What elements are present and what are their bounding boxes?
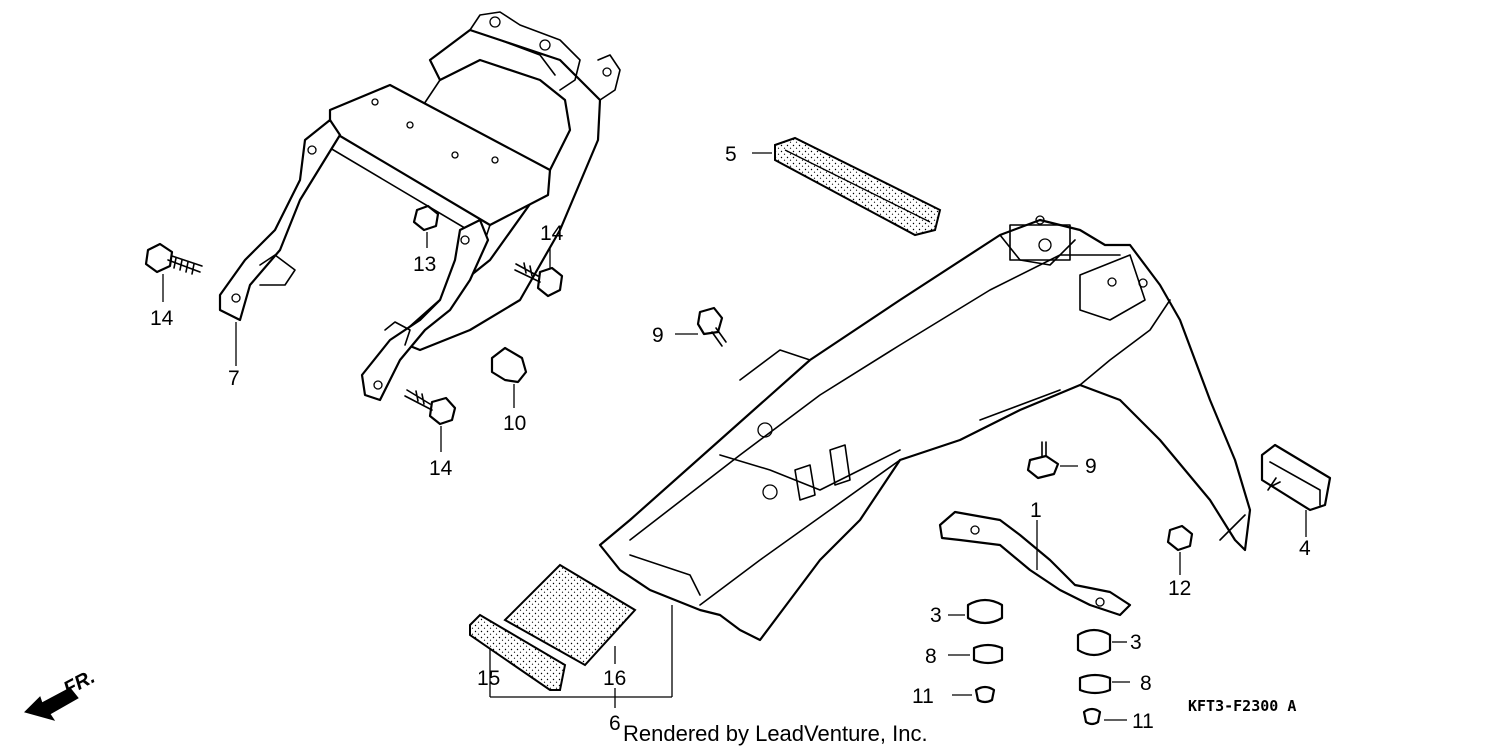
- reflector-15: [469, 613, 567, 691]
- callout-8-upper: 8: [925, 645, 937, 668]
- license-stay: [938, 510, 1132, 617]
- bolt-9-lower: [1026, 441, 1060, 480]
- leader-lines: [162, 152, 1307, 721]
- screw-11-lower: [1082, 707, 1102, 726]
- screw-11-upper: [974, 685, 996, 704]
- callout-5: 5: [725, 143, 737, 166]
- callout-6: 6: [609, 712, 621, 735]
- front-direction-arrow: FR.: [24, 666, 99, 721]
- callout-1: 1: [1030, 499, 1042, 522]
- callouts: 1 3 3 4 5 6 7 8 8 9 9 10 11 11 12 13 14 …: [150, 143, 1311, 735]
- callout-7: 7: [228, 367, 240, 390]
- grommet-3-upper: [966, 598, 1004, 625]
- bolt-14-mid: [514, 262, 564, 298]
- nut-13: [412, 204, 440, 232]
- clip-10: [490, 346, 528, 384]
- reflector-16: [503, 563, 637, 667]
- callout-14-lower: 14: [429, 457, 453, 480]
- nut-12: [1166, 524, 1194, 552]
- callout-11-lower: 11: [1132, 710, 1154, 733]
- bolt-14-left: [144, 242, 203, 275]
- rear-frame: [218, 11, 621, 402]
- callout-9-lower: 9: [1085, 455, 1097, 478]
- callout-15: 15: [477, 667, 500, 690]
- callout-12: 12: [1168, 577, 1191, 600]
- grommet-3-lower: [1076, 628, 1112, 657]
- diagram-code: KFT3-F2300 A: [1188, 697, 1296, 715]
- callout-11-upper: 11: [912, 685, 934, 708]
- rear-fender: [598, 215, 1252, 642]
- callout-9-upper: 9: [652, 324, 664, 347]
- bolt-9-upper: [696, 306, 727, 347]
- callout-16: 16: [603, 667, 626, 690]
- callout-14-left: 14: [150, 307, 174, 330]
- callout-4: 4: [1299, 537, 1311, 560]
- callout-14-mid: 14: [540, 222, 564, 245]
- callout-3-upper: 3: [930, 604, 942, 627]
- callout-13: 13: [413, 253, 436, 276]
- reflector-bracket: [1260, 443, 1332, 512]
- bolt-14-lower: [404, 389, 457, 426]
- collar-8-lower: [1078, 673, 1112, 695]
- collar-8-upper: [972, 643, 1004, 665]
- render-credit: Rendered by LeadVenture, Inc.: [623, 721, 928, 746]
- callout-3-lower: 3: [1130, 631, 1142, 654]
- callout-10: 10: [503, 412, 526, 435]
- callout-8-lower: 8: [1140, 672, 1152, 695]
